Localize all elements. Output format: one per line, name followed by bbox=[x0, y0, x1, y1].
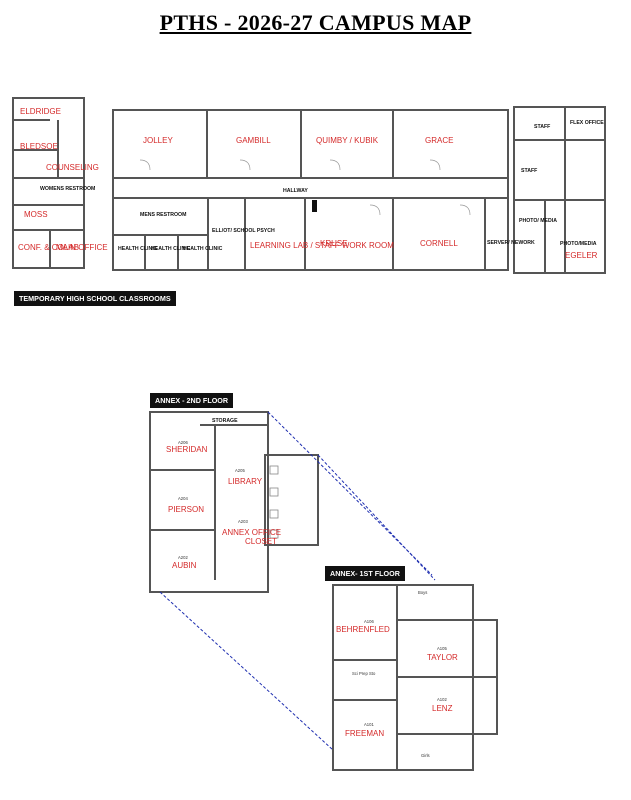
room-a206-num: A206 bbox=[178, 440, 188, 445]
room-a105-num: A105 bbox=[437, 646, 447, 651]
annex2-walls bbox=[149, 411, 319, 593]
room-health-clinic-3: HEALTH CLINIC bbox=[183, 246, 223, 252]
room-a102-num: A102 bbox=[437, 697, 447, 702]
room-eldridge: ELDRIDGE bbox=[20, 107, 61, 116]
room-a202-num: A202 bbox=[178, 555, 188, 560]
room-health-clinic-1: HEALTH CLINIC bbox=[118, 246, 158, 252]
room-a106-num: A106 bbox=[364, 619, 374, 624]
room-annex-office: ANNEX OFFICE bbox=[222, 528, 281, 537]
room-learning-lab: LEARNING LAB / STAFF WORK ROOM bbox=[250, 241, 394, 250]
room-a101-num: A101 bbox=[364, 722, 374, 727]
room-womens-restroom: WOMENS RESTROOM bbox=[40, 186, 95, 192]
room-health-clinic-2: HEALTH CLINIC bbox=[151, 246, 191, 252]
room-boys: Boys bbox=[418, 590, 427, 595]
room-a205-num: A205 bbox=[235, 468, 245, 473]
room-staff-1: STAFF bbox=[534, 124, 550, 130]
floor-connectors bbox=[159, 411, 436, 751]
room-counseling: COUNSELING bbox=[46, 163, 99, 172]
label-hallway: HALLWAY bbox=[283, 188, 308, 194]
room-sheridan: SHERIDAN bbox=[166, 445, 208, 454]
page-title: PTHS - 2026-27 CAMPUS MAP bbox=[159, 10, 472, 35]
stair-marker bbox=[312, 200, 317, 212]
room-conf-colab: CONF. & COLAB bbox=[18, 243, 79, 252]
room-mens-restroom: MENS RESTROOM bbox=[140, 212, 186, 218]
room-taylor: TAYLOR bbox=[427, 653, 458, 662]
caption-temporary-classrooms: TEMPORARY HIGH SCHOOL CLASSROOMS bbox=[14, 291, 176, 306]
room-egeler: EGELER bbox=[565, 251, 598, 260]
room-pierson: PIERSON bbox=[168, 505, 204, 514]
room-grace: GRACE bbox=[425, 136, 453, 145]
room-storage: STORAGE bbox=[212, 418, 238, 424]
room-a204-num: A204 bbox=[178, 496, 188, 501]
door-swings bbox=[139, 159, 471, 216]
room-a203-num: A203 bbox=[238, 519, 248, 524]
room-main-office: MAIN OFFICE bbox=[56, 243, 108, 252]
room-behrenfled: BEHRENFLED bbox=[336, 625, 390, 634]
caption-annex-2nd-floor: ANNEX - 2ND FLOOR bbox=[150, 393, 234, 408]
room-flex-office: FLEX OFFICE bbox=[570, 120, 604, 126]
room-jolley: JOLLEY bbox=[143, 136, 173, 145]
room-kruse: KRUSE bbox=[320, 239, 348, 248]
room-gambill: GAMBILL bbox=[236, 136, 271, 145]
caption-annex-1st-floor: ANNEX- 1ST FLOOR bbox=[325, 566, 405, 581]
room-lenz: LENZ bbox=[432, 704, 453, 713]
temp-building-walls bbox=[12, 97, 606, 274]
room-photo-media-small: PHOTO/ MEDIA bbox=[519, 218, 557, 224]
room-freeman: FREEMAN bbox=[345, 729, 384, 738]
room-library: LIBRARY bbox=[228, 477, 263, 486]
room-closet: CLOSET bbox=[245, 537, 277, 546]
room-moss: MOSS bbox=[24, 210, 48, 219]
room-aubin: AUBIN bbox=[172, 561, 197, 570]
room-bledsoe: BLEDSOE bbox=[20, 142, 58, 151]
room-quimby-kubik: QUIMBY / KUBIK bbox=[316, 136, 379, 145]
room-photo-media: PHOTO/MEDIA bbox=[560, 241, 597, 247]
room-server: SERVER/ NEWORK bbox=[487, 240, 535, 246]
room-sci-prep: Sci Prep Sto bbox=[352, 671, 376, 676]
room-girls: Girls bbox=[421, 753, 430, 758]
room-staff-2: STAFF bbox=[521, 168, 537, 174]
library-furniture bbox=[269, 465, 279, 539]
annex1-walls bbox=[332, 584, 498, 771]
room-ell-psych: ELL/OT/ SCHOOL PSYCH bbox=[212, 228, 275, 234]
room-cornell: CORNELL bbox=[420, 239, 458, 248]
